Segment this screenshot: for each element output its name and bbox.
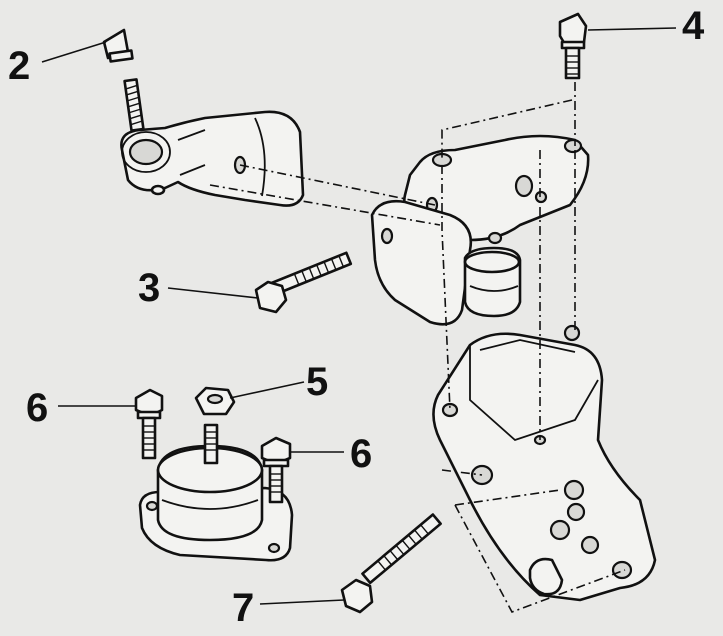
leader-5	[229, 381, 305, 399]
callout-7: 7	[232, 586, 255, 630]
upper-bracket	[370, 134, 590, 326]
leader-7	[259, 599, 345, 605]
bolt-4	[558, 12, 588, 80]
lower-bracket	[432, 324, 657, 602]
assembly-lines	[209, 82, 626, 613]
leader-4	[587, 27, 677, 31]
bolt-2	[102, 28, 145, 132]
nut-5	[194, 386, 236, 416]
rubber-mount	[138, 423, 294, 562]
callout-5: 5	[306, 360, 329, 404]
leader-3	[167, 287, 259, 299]
callout-2: 2	[8, 44, 31, 88]
callout-4: 4	[682, 4, 705, 48]
callout-3: 3	[138, 266, 161, 310]
callout-6-left: 6	[26, 386, 49, 430]
bolt-6-right	[260, 436, 292, 504]
leader-2	[41, 41, 107, 63]
bolt-3	[254, 251, 353, 314]
bolt-6-left	[134, 388, 164, 460]
callout-6-right: 6	[350, 432, 373, 476]
torque-arm	[120, 110, 305, 207]
bolt-7	[340, 513, 442, 614]
